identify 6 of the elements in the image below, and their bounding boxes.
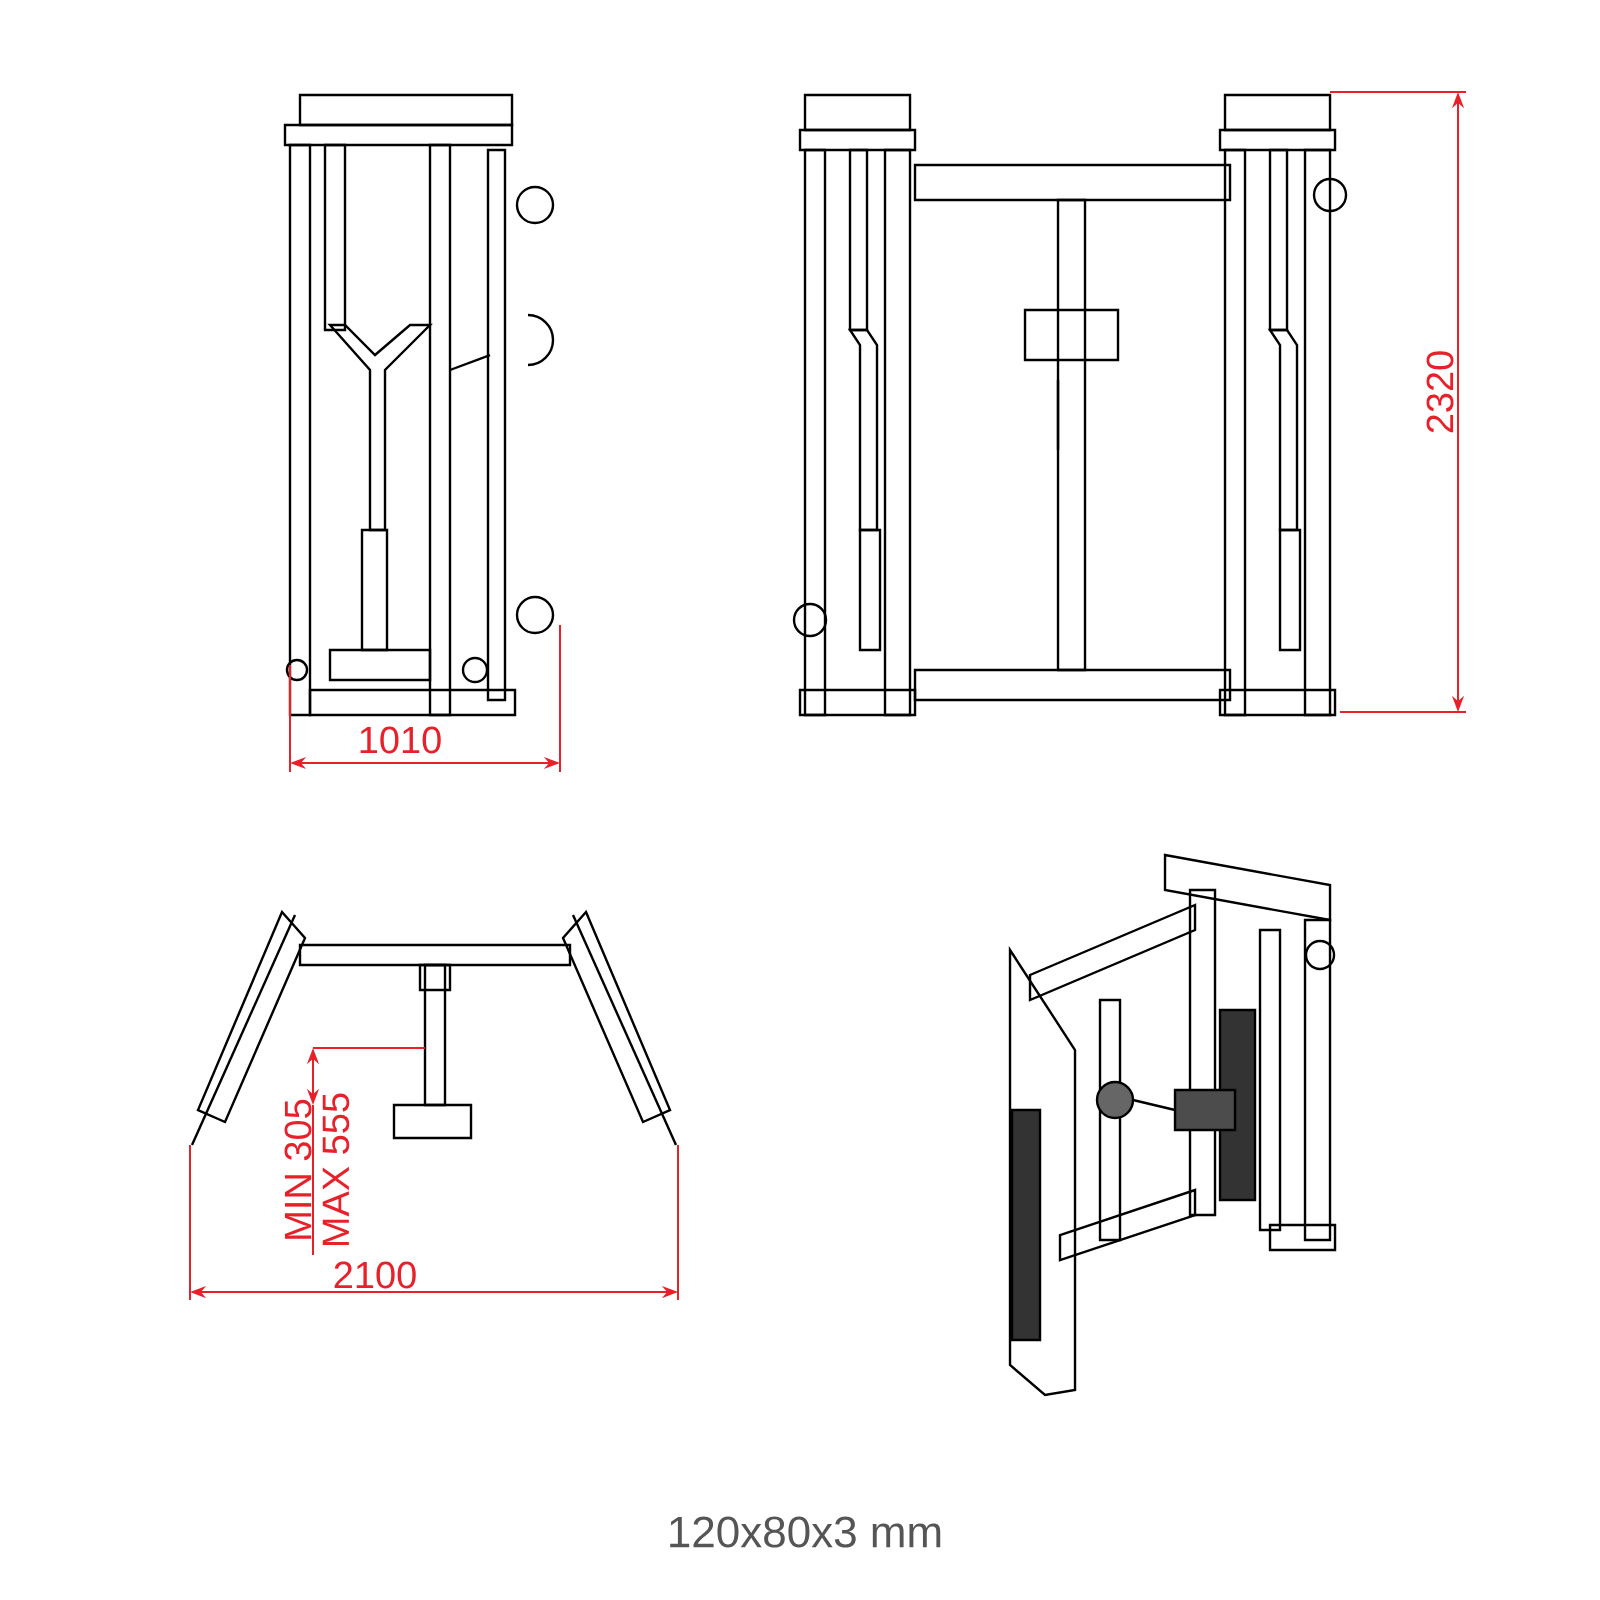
dimension-label: 2320 — [1426, 351, 1454, 433]
dimension-label: 1010 — [360, 726, 441, 754]
caption: 120x80x3 mm — [670, 1516, 941, 1548]
dimension-label: MIN 305 — [284, 1099, 312, 1239]
dimension-label: MAX 555 — [322, 1093, 350, 1246]
dimension-label: 2100 — [334, 1261, 416, 1289]
